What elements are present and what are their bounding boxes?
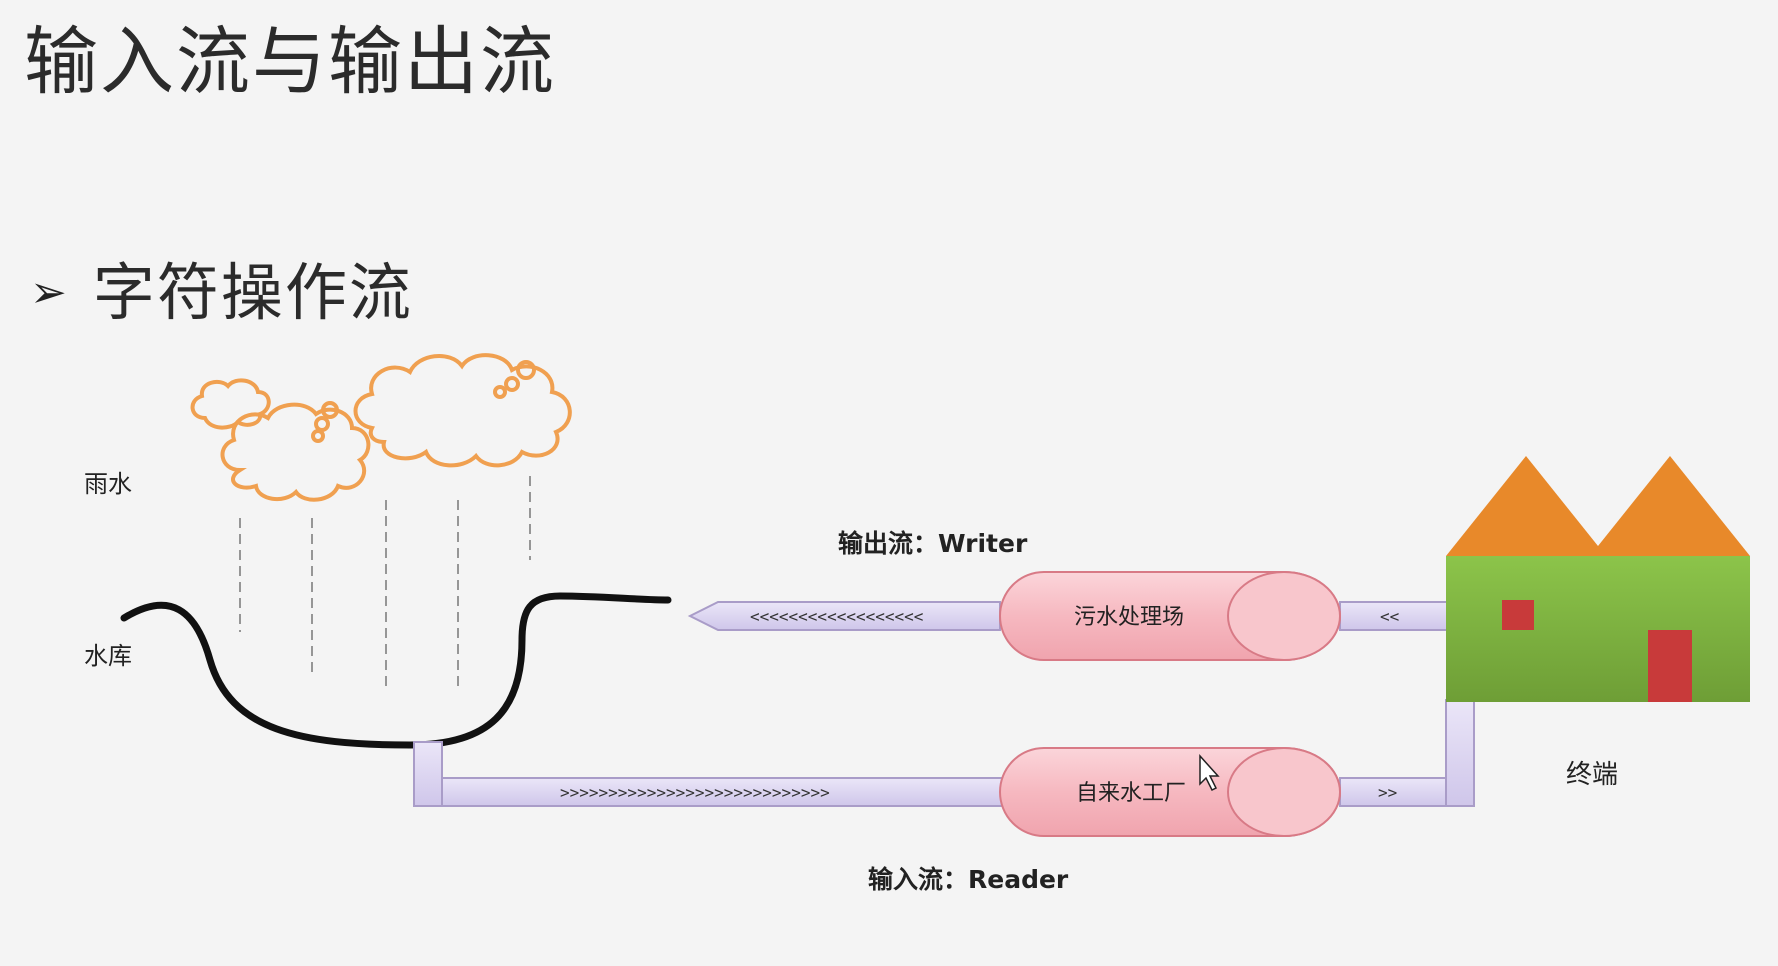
bullet-text: 字符操作流 [92,256,413,329]
cloud-bubble [493,385,507,399]
bullet-item: ➢ 字符操作流 [30,262,413,324]
cursor-icon [1199,754,1220,792]
cloud-bubble [311,429,325,443]
cloud-bubble [314,416,330,432]
water-plant-label: 自来水工厂 [1076,781,1186,806]
cloud-bubble [321,401,339,419]
water-plant-tank: 自来水工厂 [999,747,1341,837]
terminal-label: 终端 [1566,760,1618,790]
cloud-middle [220,402,371,502]
output-pipe: <<<<<<<<<<<<<<<<<< << [687,601,1451,631]
sewage-plant-tank: 污水处理场 [999,571,1341,661]
input-stream-label: 输入流：Reader [868,865,1069,894]
bullet-arrow-icon: ➢ [30,267,67,318]
sewage-plant-label: 污水处理场 [1074,605,1184,630]
slide-title: 输入流与输出流 [24,19,556,105]
input-pipe: >>>>>>>>>>>>>>>>>>>>>>>>>>>> >> [413,699,1475,807]
cloud-bubble [516,360,536,380]
cloud-icon [190,353,572,502]
rain-lines [239,476,531,690]
output-arrows-short: << [1380,607,1399,626]
input-arrows-short: >> [1378,783,1397,802]
cloud-large [353,353,572,468]
output-arrows-long: <<<<<<<<<<<<<<<<<< [750,607,923,626]
input-arrows-long: >>>>>>>>>>>>>>>>>>>>>>>>>>>> [560,783,830,802]
house-icon [1446,456,1750,702]
cloud-bubble [504,376,520,392]
reservoir-shape [120,592,672,749]
cloud-small [190,378,271,430]
output-stream-label: 输出流：Writer [838,529,1028,558]
reservoir-label: 水库 [84,642,132,670]
rain-label: 雨水 [84,470,132,498]
